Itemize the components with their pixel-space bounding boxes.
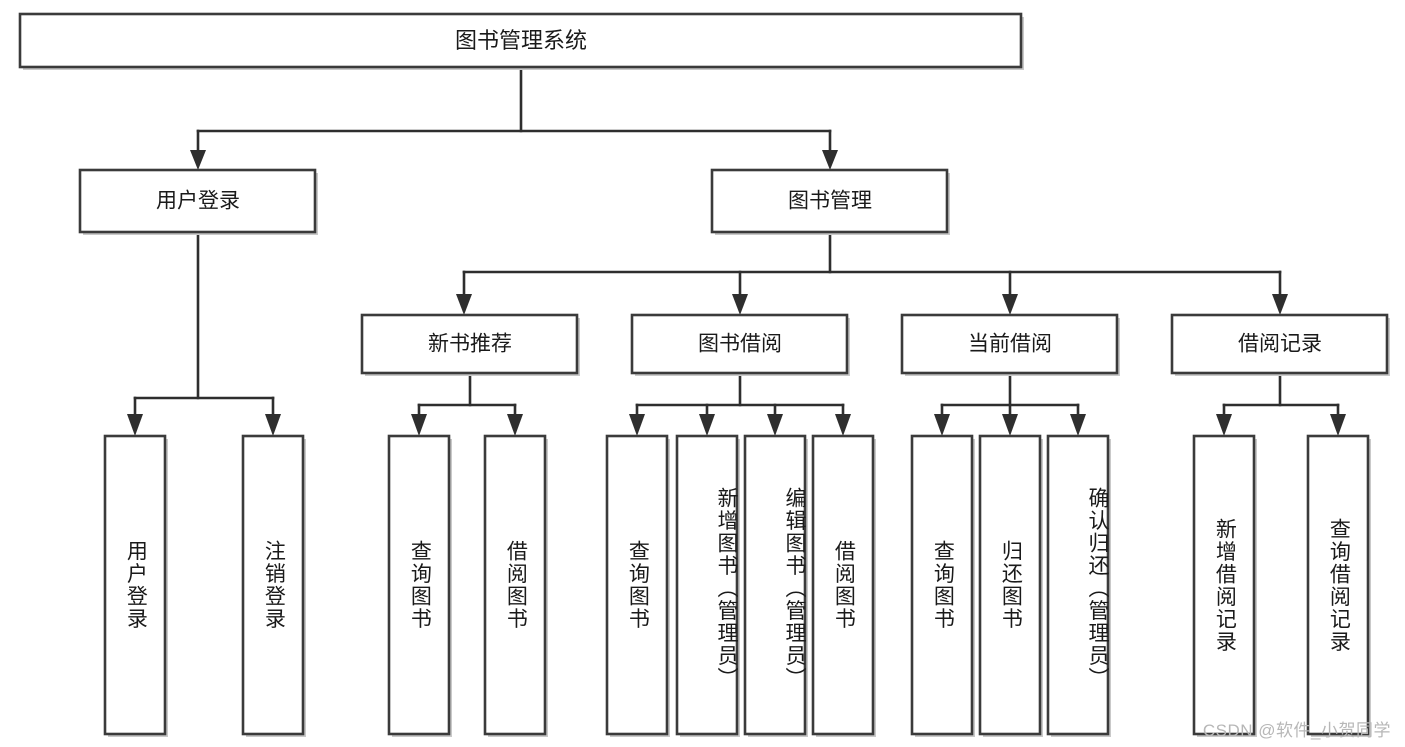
- arrow-leaf-user-login-2: [265, 414, 281, 436]
- arrow-to-book-borrow: [732, 294, 748, 315]
- node-borrow-record-label: 借阅记录: [1238, 333, 1322, 356]
- node-root-box[interactable]: [18, 12, 1023, 69]
- arrow-leaf-book-borrow-3: [767, 414, 783, 436]
- leaf-box-user-login[interactable]: [103, 434, 167, 736]
- arrow-to-user-login: [190, 150, 206, 170]
- leaf-box-bb-add-book[interactable]: [675, 434, 739, 736]
- arrow-leaf-book-borrow-2: [699, 414, 715, 436]
- node-user-login-label: 用户登录: [156, 190, 240, 213]
- arrow-to-borrow-record: [1272, 294, 1288, 315]
- leaf-box-bb-edit-book[interactable]: [743, 434, 807, 736]
- leaf-box-logout-login[interactable]: [241, 434, 305, 736]
- node-root-label: 图书管理系统: [455, 28, 587, 53]
- leaf-box-bb-query-book[interactable]: [605, 434, 669, 736]
- leaf-box-cb-confirm-return[interactable]: [1046, 434, 1110, 736]
- node-new-book-recommend-box[interactable]: [360, 313, 579, 375]
- arrow-to-current-borrow: [1002, 294, 1018, 315]
- node-borrow-record-box[interactable]: [1170, 313, 1389, 375]
- leaf-box-br-query-record[interactable]: [1306, 434, 1370, 736]
- arrow-to-new-book: [456, 294, 472, 315]
- node-current-borrow-box[interactable]: [900, 313, 1119, 375]
- watermark-text: CSDN @软件_小贺同学: [1202, 721, 1391, 740]
- arrow-leaf-borrow-record-2: [1330, 414, 1346, 436]
- leaf-box-nbr-query-book[interactable]: [387, 434, 451, 736]
- node-current-borrow-label: 当前借阅: [968, 333, 1052, 356]
- leaf-box-cb-query-book[interactable]: [910, 434, 974, 736]
- node-book-manage-label: 图书管理: [788, 190, 872, 213]
- node-book-borrow-label: 图书借阅: [698, 333, 782, 356]
- arrow-leaf-current-borrow-2: [1002, 414, 1018, 436]
- arrow-leaf-book-borrow-4: [835, 414, 851, 436]
- connector-layer: [127, 65, 1346, 436]
- arrow-leaf-current-borrow-3: [1070, 414, 1086, 436]
- leaf-box-nbr-borrow-book[interactable]: [483, 434, 547, 736]
- leaf-box-br-add-record[interactable]: [1192, 434, 1256, 736]
- node-book-borrow-box[interactable]: [630, 313, 849, 375]
- node-new-book-recommend-label: 新书推荐: [428, 333, 512, 356]
- arrow-leaf-current-borrow-1: [934, 414, 950, 436]
- arrow-leaf-new-book-1: [411, 414, 427, 436]
- node-layer: 图书管理系统 用户登录 图书管理 新书推荐 图书借阅 当前借阅 借阅记录: [18, 12, 1390, 737]
- arrow-leaf-book-borrow-1: [629, 414, 645, 436]
- node-book-manage-box[interactable]: [710, 168, 949, 234]
- leaf-box-cb-return-book[interactable]: [978, 434, 1042, 736]
- leaf-box-bb-borrow-book[interactable]: [811, 434, 875, 736]
- arrow-leaf-new-book-2: [507, 414, 523, 436]
- node-user-login-box[interactable]: [78, 168, 317, 234]
- arrow-leaf-borrow-record-1: [1216, 414, 1232, 436]
- arrow-to-book-manage: [822, 150, 838, 170]
- arrow-leaf-user-login-1: [127, 414, 143, 436]
